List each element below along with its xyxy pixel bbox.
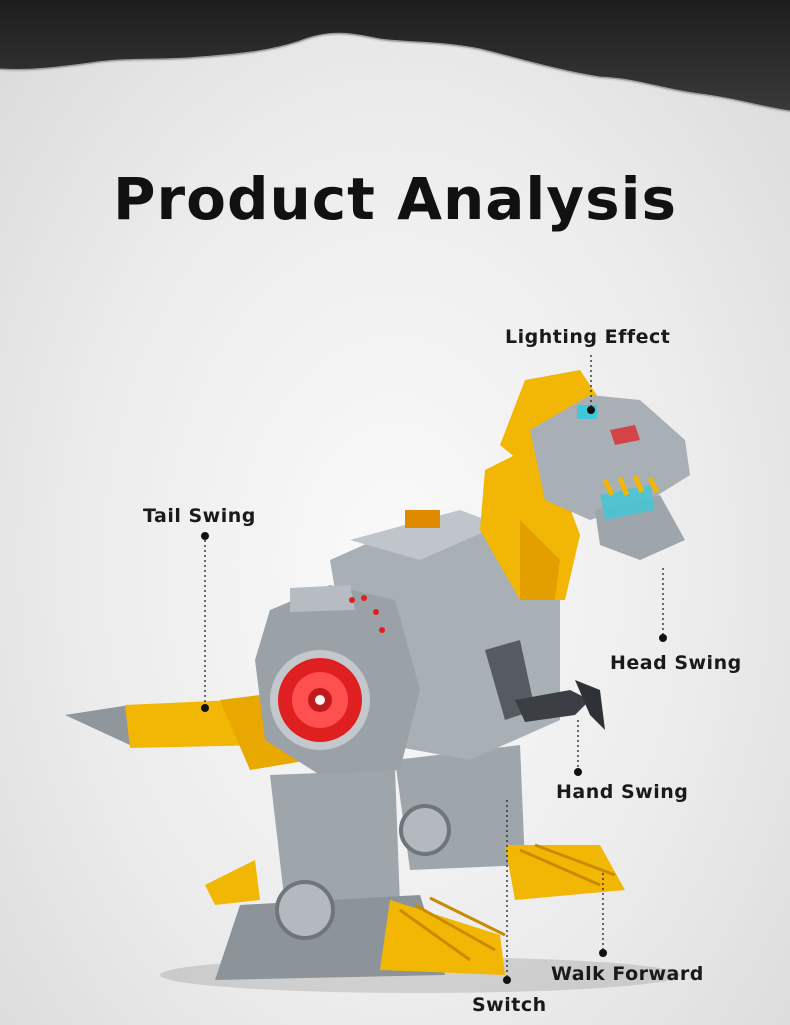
callout-hand-swing: Hand Swing [556,781,689,803]
callout-head-swing: Head Swing [610,652,742,674]
callout-leaders [204,355,664,980]
callout-dots [201,406,667,984]
torn-paper-header [0,0,790,114]
callout-lighting-effect: Lighting Effect [505,326,671,348]
callout-switch: Switch [472,994,547,1016]
callout-tail-swing: Tail Swing [143,505,256,527]
callout-walk-forward: Walk Forward [551,963,704,985]
page-title: Product Analysis [113,165,677,233]
dinosaur-toy [65,370,690,993]
